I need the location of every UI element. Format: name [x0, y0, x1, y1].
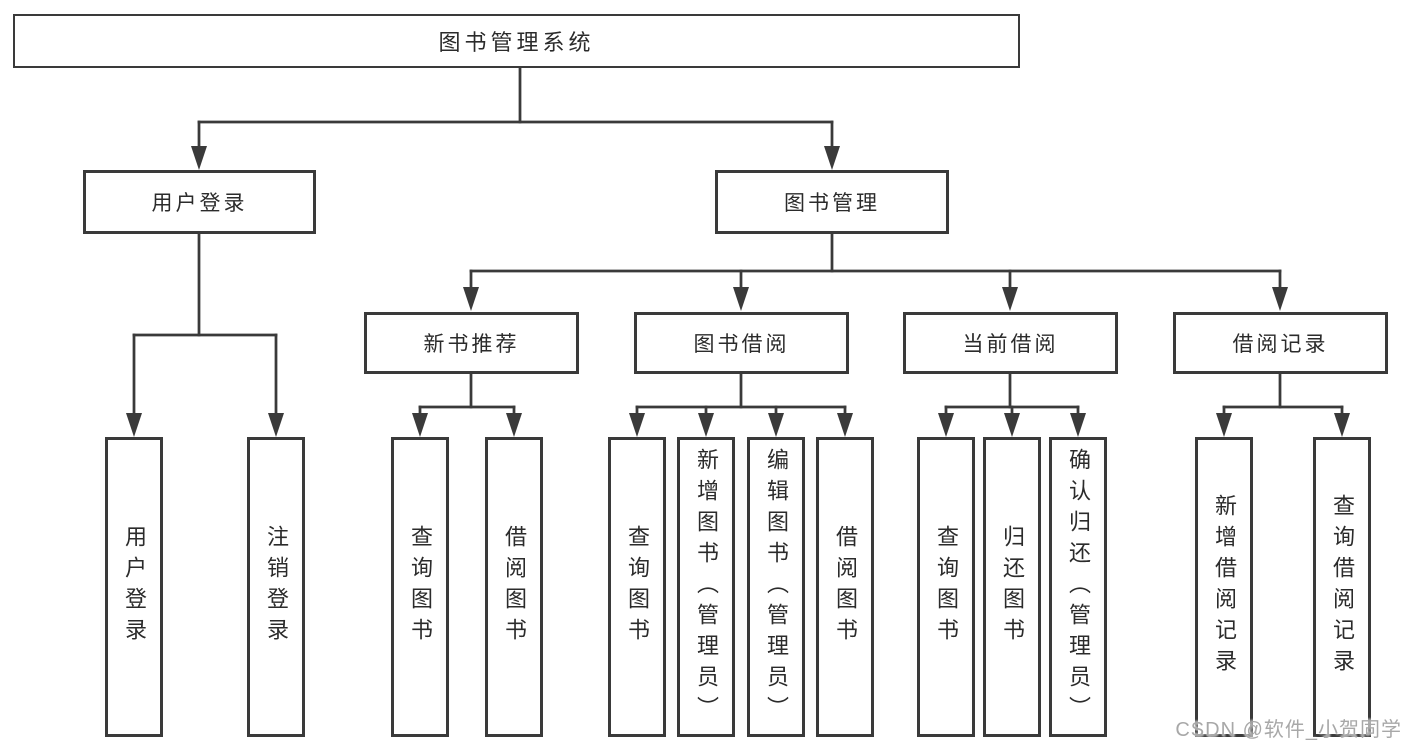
node-label: 当前借阅 [962, 333, 1059, 356]
leaf-logout: 注销登录 [247, 437, 305, 737]
leaf-add-borrow-record: 新增借阅记录 [1195, 437, 1253, 737]
leaf-label: 注销登录 [264, 525, 289, 649]
node-label: 借阅记录 [1232, 333, 1329, 356]
node-current-borrowing: 当前借阅 [903, 312, 1118, 374]
node-book-management: 图书管理 [715, 170, 949, 234]
leaf-edit-books-admin: 编辑图书（管理员） [747, 437, 805, 737]
leaf-query-books: 查询图书 [917, 437, 975, 737]
leaf-label: 确认归还（管理员） [1066, 447, 1091, 727]
watermark: CSDN @软件_小贺同学 [1175, 719, 1402, 741]
leaf-label: 借阅图书 [833, 525, 858, 649]
leaf-borrow-books: 借阅图书 [485, 437, 543, 737]
node-label: 图书管理系统 [438, 30, 595, 55]
node-library-management-system: 图书管理系统 [13, 14, 1020, 68]
leaf-label: 归还图书 [1000, 525, 1025, 649]
leaf-query-borrow-record: 查询借阅记录 [1313, 437, 1371, 737]
leaf-return-books: 归还图书 [983, 437, 1041, 737]
leaf-add-books-admin: 新增图书（管理员） [677, 437, 735, 737]
leaf-label: 用户登录 [122, 525, 147, 649]
node-label: 图书管理 [784, 192, 880, 215]
leaf-label: 查询借阅记录 [1330, 494, 1355, 680]
leaf-label: 查询图书 [408, 525, 433, 649]
leaf-label: 借阅图书 [502, 525, 527, 649]
leaf-query-books: 查询图书 [391, 437, 449, 737]
leaf-label: 编辑图书（管理员） [764, 447, 789, 727]
leaf-query-books: 查询图书 [608, 437, 666, 737]
leaf-user-login: 用户登录 [105, 437, 163, 737]
node-label: 新书推荐 [423, 333, 520, 356]
leaf-label: 新增借阅记录 [1212, 494, 1237, 680]
leaf-label: 新增图书（管理员） [694, 447, 719, 727]
node-label: 用户登录 [151, 192, 248, 215]
node-borrowing-records: 借阅记录 [1173, 312, 1388, 374]
node-label: 图书借阅 [693, 333, 790, 356]
leaf-borrow-books: 借阅图书 [816, 437, 874, 737]
leaf-label: 查询图书 [625, 525, 650, 649]
leaf-confirm-return-admin: 确认归还（管理员） [1049, 437, 1107, 737]
leaf-label: 查询图书 [934, 525, 959, 649]
node-new-book-recommendation: 新书推荐 [364, 312, 579, 374]
node-user-login: 用户登录 [83, 170, 316, 234]
node-book-borrowing: 图书借阅 [634, 312, 849, 374]
